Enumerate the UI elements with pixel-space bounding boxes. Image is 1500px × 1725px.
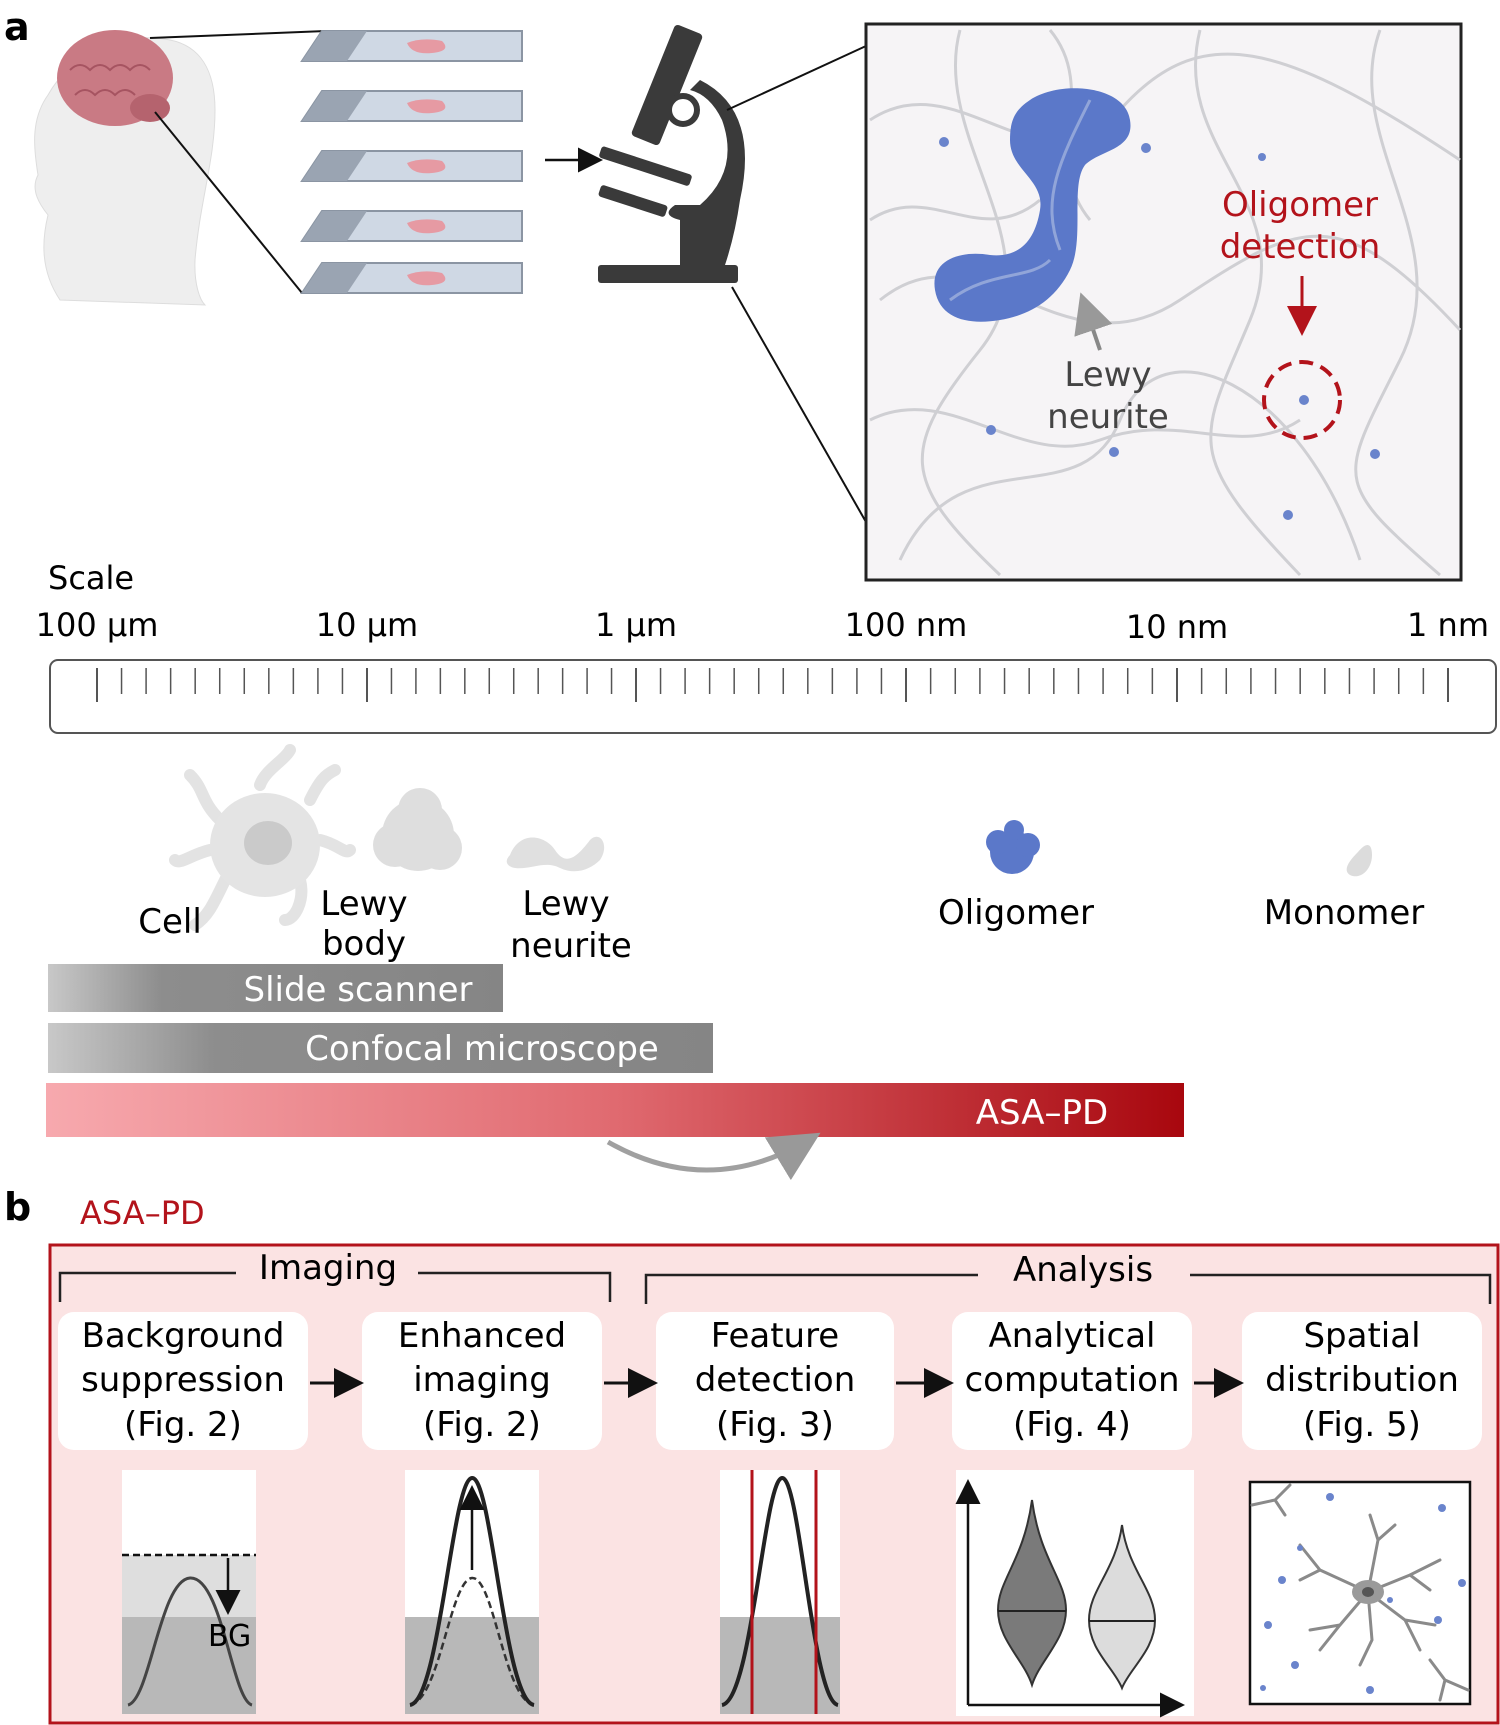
scale-label-1um: 1 µm [595,606,677,644]
step-analytical-computation: Analytical computation (Fig. 4) [952,1312,1192,1450]
step-1-line1: Background [82,1316,285,1356]
monomer-icon [1346,844,1372,877]
step-1-line2: suppression [81,1360,285,1400]
step-background-suppression: Background suppression (Fig. 2) [58,1312,308,1450]
panel-b-label: b [4,1185,31,1229]
step-5-ref: (Fig. 5) [1303,1405,1421,1445]
scale-label-100um: 100 µm [36,606,159,644]
panel-b-title: ASA–PD [80,1194,205,1232]
asapd-label: ASA–PD [976,1093,1108,1133]
lewy-neurite-label-1: Lewy [522,884,609,924]
step-1-ref: (Fig. 2) [124,1405,242,1445]
tissue-slides [300,30,523,294]
oligomer-detection-label-1: Oligomer [1222,185,1378,225]
lewy-body-icon [373,788,462,871]
analysis-group-label: Analysis [1013,1250,1153,1290]
step-2-line2: imaging [413,1360,551,1400]
step-5-line1: Spatial [1303,1316,1420,1356]
plot-analytical-computation [955,1470,1194,1718]
imaging-group-label: Imaging [259,1248,397,1288]
scale-label-100nm: 100 nm [845,606,968,644]
extension-arrow [606,1132,821,1181]
microscope-icon [598,24,745,283]
plot-spatial-distribution [1248,1480,1472,1706]
panel-a-label: a [4,5,30,49]
head-illustration [34,30,327,306]
scale-label-10um: 10 µm [316,606,418,644]
slide-scanner-label: Slide scanner [243,970,472,1010]
cell-icon [169,744,356,931]
scale-tick-labels: 100 µm 10 µm 1 µm 100 nm 10 nm 1 nm [36,606,1489,646]
scale-ruler [49,659,1497,734]
lewy-neurite-icon [506,836,605,872]
step-enhanced-imaging: Enhanced imaging (Fig. 2) [362,1312,602,1450]
confocal-label: Confocal microscope [305,1029,659,1069]
step-2-ref: (Fig. 2) [423,1405,541,1445]
plot-feature-detection [720,1470,840,1714]
oligomer-detection-circle [1262,360,1342,440]
step-feature-detection: Feature detection (Fig. 3) [656,1312,894,1450]
lewy-body-label-2: body [322,924,406,964]
monomer-label: Monomer [1264,893,1425,933]
lewy-neurite-label-2: neurite [510,926,632,966]
step-3-ref: (Fig. 3) [716,1405,834,1445]
oligomer-detection-label-2: detection [1220,227,1381,267]
step-4-line1: Analytical [989,1316,1156,1356]
oligomer-label: Oligomer [938,893,1094,933]
oligomer-icon [986,820,1040,874]
lewy-body-label-1: Lewy [320,884,407,924]
bg-label: BG [208,1619,251,1654]
step-3-line2: detection [695,1360,856,1400]
imaging-bracket [58,1271,612,1302]
plot-enhanced-imaging [405,1470,539,1714]
step-spatial-distribution: Spatial distribution (Fig. 5) [1242,1312,1482,1450]
step-3-line1: Feature [711,1316,839,1356]
scale-ruler-ticks [96,668,1449,702]
cell-label: Cell [138,902,202,942]
asapd-bar [46,1083,1184,1137]
step-4-line2: computation [964,1360,1179,1400]
scale-label-1nm: 1 nm [1407,606,1489,644]
tissue-inset: Oligomer detection Lewy neurite [864,22,1463,582]
inset-lewy-label-2: neurite [1047,397,1169,437]
slide-scanner-bar [48,964,503,1012]
step-4-ref: (Fig. 4) [1013,1405,1131,1445]
confocal-bar [48,1023,713,1073]
plot-background-suppression: BG [122,1470,256,1714]
scale-title: Scale [48,559,134,597]
step-5-line2: distribution [1265,1360,1459,1400]
analysis-bracket [644,1273,1492,1304]
scale-label-10nm: 10 nm [1126,608,1228,646]
inset-lewy-label-1: Lewy [1064,355,1151,395]
step-2-line1: Enhanced [398,1316,566,1356]
lewy-neurite-blob [934,88,1131,322]
